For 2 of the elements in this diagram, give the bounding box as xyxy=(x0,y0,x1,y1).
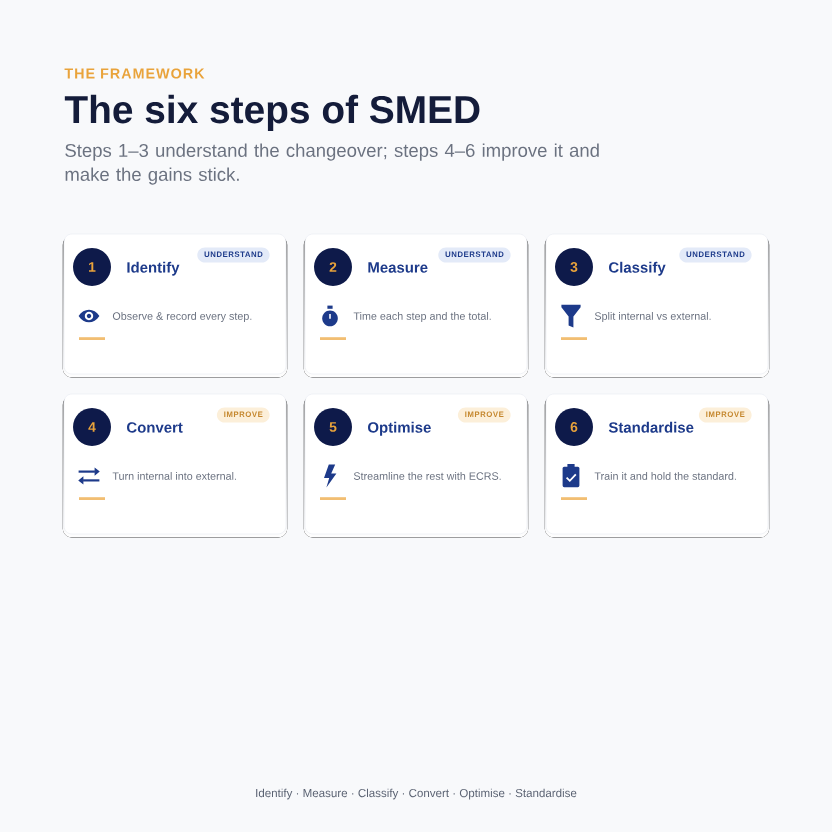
title: The six steps of SMED xyxy=(64,94,480,132)
subtitle: Steps 1–3 understand the changeover; steps 4–6 improve it and make the gains stick. xyxy=(65,143,599,185)
